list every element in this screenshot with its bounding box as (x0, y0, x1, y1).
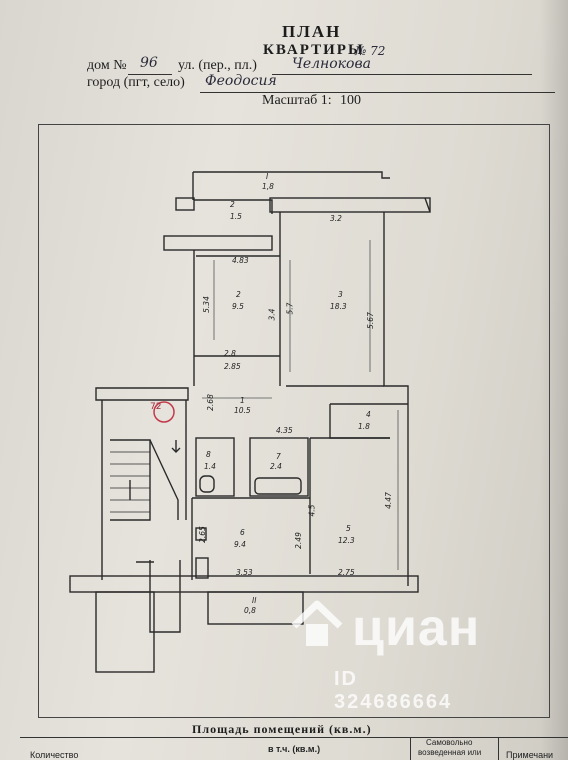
room-4-area: 1.8 (358, 422, 370, 431)
city-underline (200, 92, 555, 93)
room-7-number: 7 (276, 452, 281, 461)
apartment-number: № 72 (355, 44, 386, 58)
table-divider (410, 737, 411, 760)
room-8-area: 1.4 (204, 462, 216, 471)
room-2a-area: 1.5 (230, 212, 242, 221)
dim-label: 5.7 (285, 302, 295, 315)
room-5-area: 12.3 (338, 536, 355, 545)
room-7-area: 2.4 (270, 462, 282, 471)
dim-label: 2.68 (205, 394, 215, 411)
window-wall-room2 (163, 235, 273, 251)
room-5-number: 5 (346, 524, 351, 533)
room-1-number: 1 (240, 396, 245, 405)
col-note: Примечани (506, 750, 554, 760)
table-divider (498, 737, 499, 760)
dim-label: 4.47 (383, 492, 393, 509)
toilet-shape (199, 475, 215, 493)
dim-label: 2.85 (224, 362, 241, 371)
room-6-number: 6 (240, 528, 245, 537)
room-I-number: I (266, 172, 269, 181)
scale-value: 100 (340, 93, 361, 108)
dim-label: 3.4 (267, 308, 277, 321)
room-3-number: 3 (338, 290, 343, 299)
stair-wall-top (95, 387, 189, 401)
dim-label: 3.2 (330, 214, 342, 223)
dim-label: 2.65 (197, 526, 207, 543)
bathtub-shape (254, 477, 302, 495)
room-I-area: 1,8 (262, 182, 274, 191)
stove-shape (195, 557, 209, 579)
dim-label: 4.35 (276, 426, 293, 435)
room-II-number: II (252, 596, 257, 605)
house-label: дом № (87, 58, 127, 73)
street-underline (272, 74, 532, 75)
apartment-circle-label: 72 (150, 402, 162, 412)
entrance-block (95, 591, 155, 673)
city-name: Феодосия (205, 73, 277, 89)
balcony-bottom (207, 591, 304, 625)
room-8-number: 8 (206, 450, 211, 459)
plan-title: ПЛАН (282, 22, 342, 41)
room-II-area: 0,8 (244, 606, 256, 615)
dim-label: 2.49 (293, 532, 303, 549)
cian-logo-icon (291, 600, 343, 646)
area-section-title: Площадь помещений (кв.м.) (192, 722, 372, 736)
house-underline (128, 74, 172, 75)
street-name: Челнокова (292, 56, 371, 72)
room-1-area: 10.5 (234, 406, 251, 415)
room-3-area: 18.3 (330, 302, 347, 311)
balcony-outline (193, 171, 390, 179)
room-2-area: 9.5 (232, 302, 244, 311)
balcony-column (175, 197, 195, 211)
house-number: 96 (140, 55, 158, 71)
exterior-wall-top (269, 197, 431, 213)
col-built-1: Самовольно (426, 738, 473, 747)
room-2-number: 2 (236, 290, 241, 299)
bath-outline (249, 437, 309, 497)
watermark-brand: циан (352, 599, 481, 657)
dim-label: 4.83 (232, 256, 249, 265)
scale-label: Масштаб 1: (262, 93, 332, 108)
col-count: Количество (30, 750, 79, 760)
street-label: ул. (пер., пл.) (178, 58, 257, 73)
room-2a-number: 2 (230, 200, 235, 209)
drawing-frame (38, 124, 550, 718)
plan-subtitle: КВАРТИРЫ (263, 42, 365, 58)
room-6-area: 9.4 (234, 540, 246, 549)
apartment-circle-marker (153, 401, 175, 423)
wc-outline (195, 437, 235, 497)
dim-label: 5.67 (365, 312, 375, 329)
table-top-line (20, 737, 568, 738)
col-built-2: возведенная или (418, 748, 482, 757)
dim-label: 3.53 (236, 568, 253, 577)
exterior-wall-bottom (69, 575, 419, 593)
room-4-number: 4 (366, 410, 371, 419)
city-label: город (пгт, село) (87, 75, 185, 90)
dim-label: 2.75 (338, 568, 355, 577)
dim-label: 5.34 (201, 296, 211, 313)
dim-label: 2.8 (224, 349, 236, 358)
page-edge-shadow (540, 0, 568, 760)
dim-label: 4.5 (307, 504, 317, 517)
watermark-listing-id: ID 324686664 (334, 668, 453, 713)
wall-room3-right (383, 212, 409, 400)
col-including: в т.ч. (кв.м.) (268, 744, 321, 754)
